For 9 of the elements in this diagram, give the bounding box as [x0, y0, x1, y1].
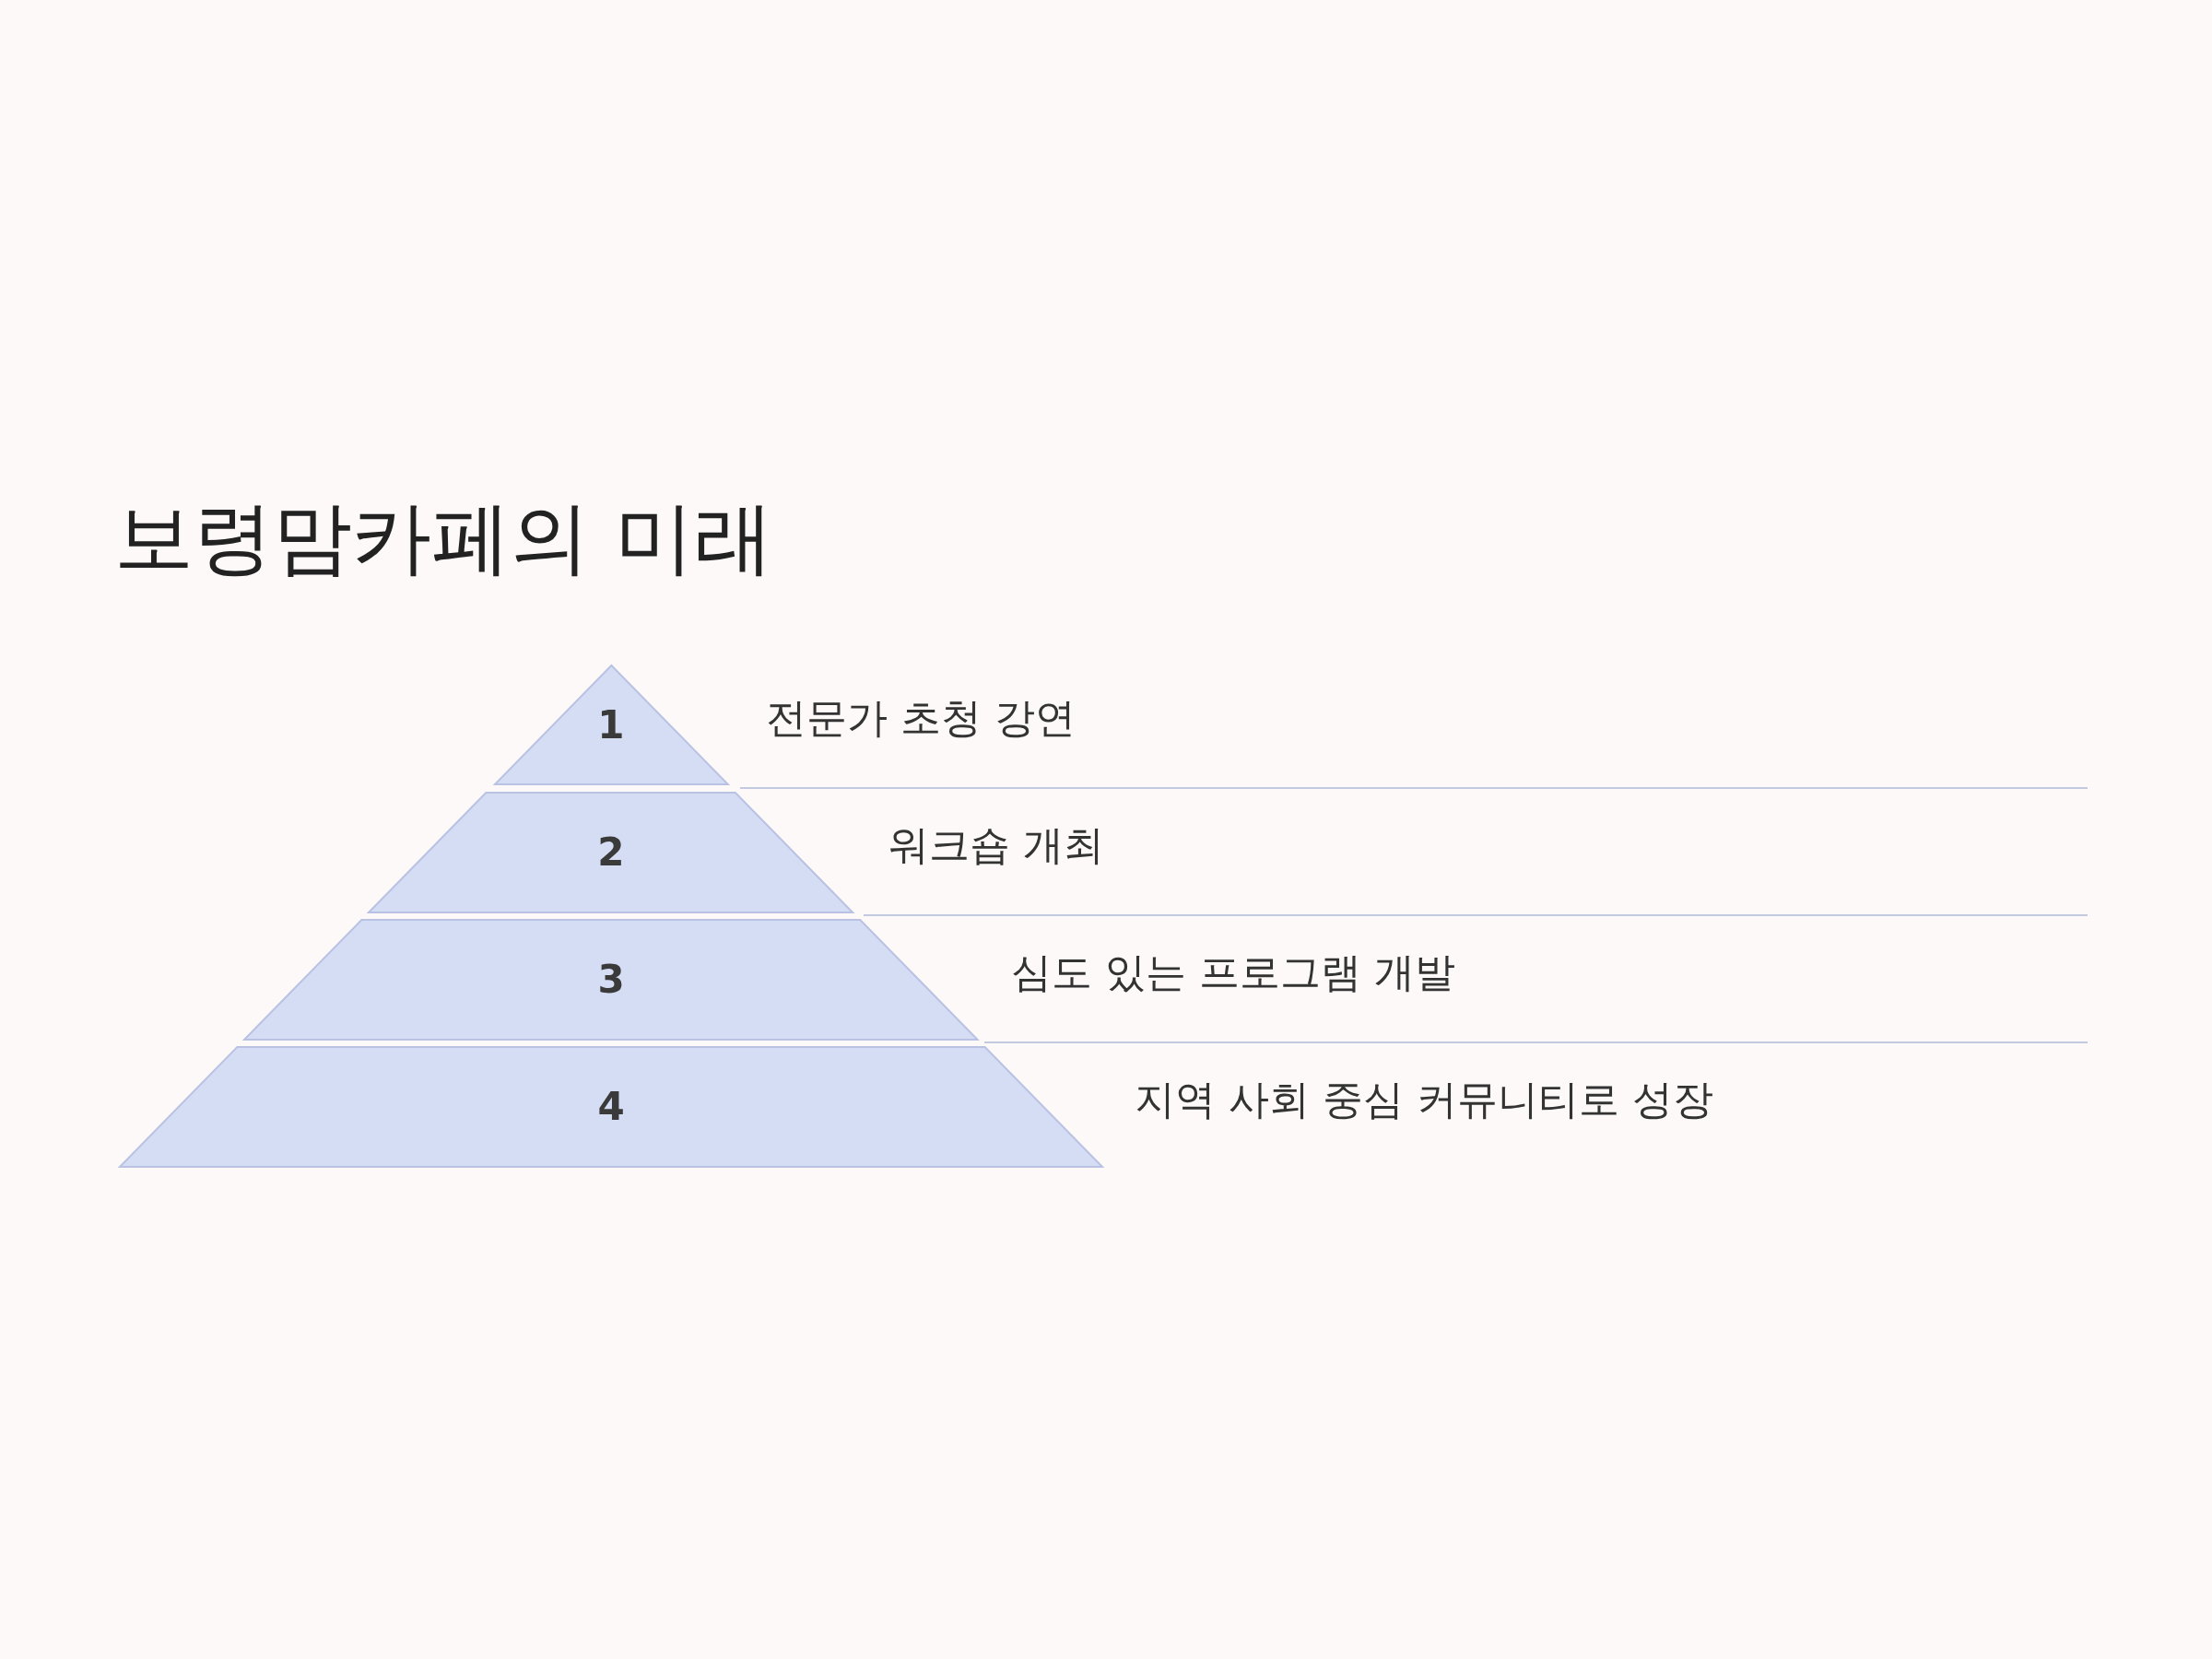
tier-label: 지역 사회 중심 커뮤니티로 성장 — [1135, 1075, 1713, 1124]
tier-number: 1 — [596, 700, 626, 749]
tier-label: 전문가 초청 강연 — [766, 692, 1076, 743]
tier-number: 4 — [596, 1083, 626, 1131]
tier-label: 워크숍 개최 — [888, 820, 1104, 870]
tier-label: 심도 있는 프로그램 개발 — [1011, 947, 1455, 997]
tier-number: 3 — [596, 956, 626, 1004]
title: 보령맘카페의 미래 — [114, 490, 774, 585]
tier-number: 2 — [596, 829, 626, 877]
